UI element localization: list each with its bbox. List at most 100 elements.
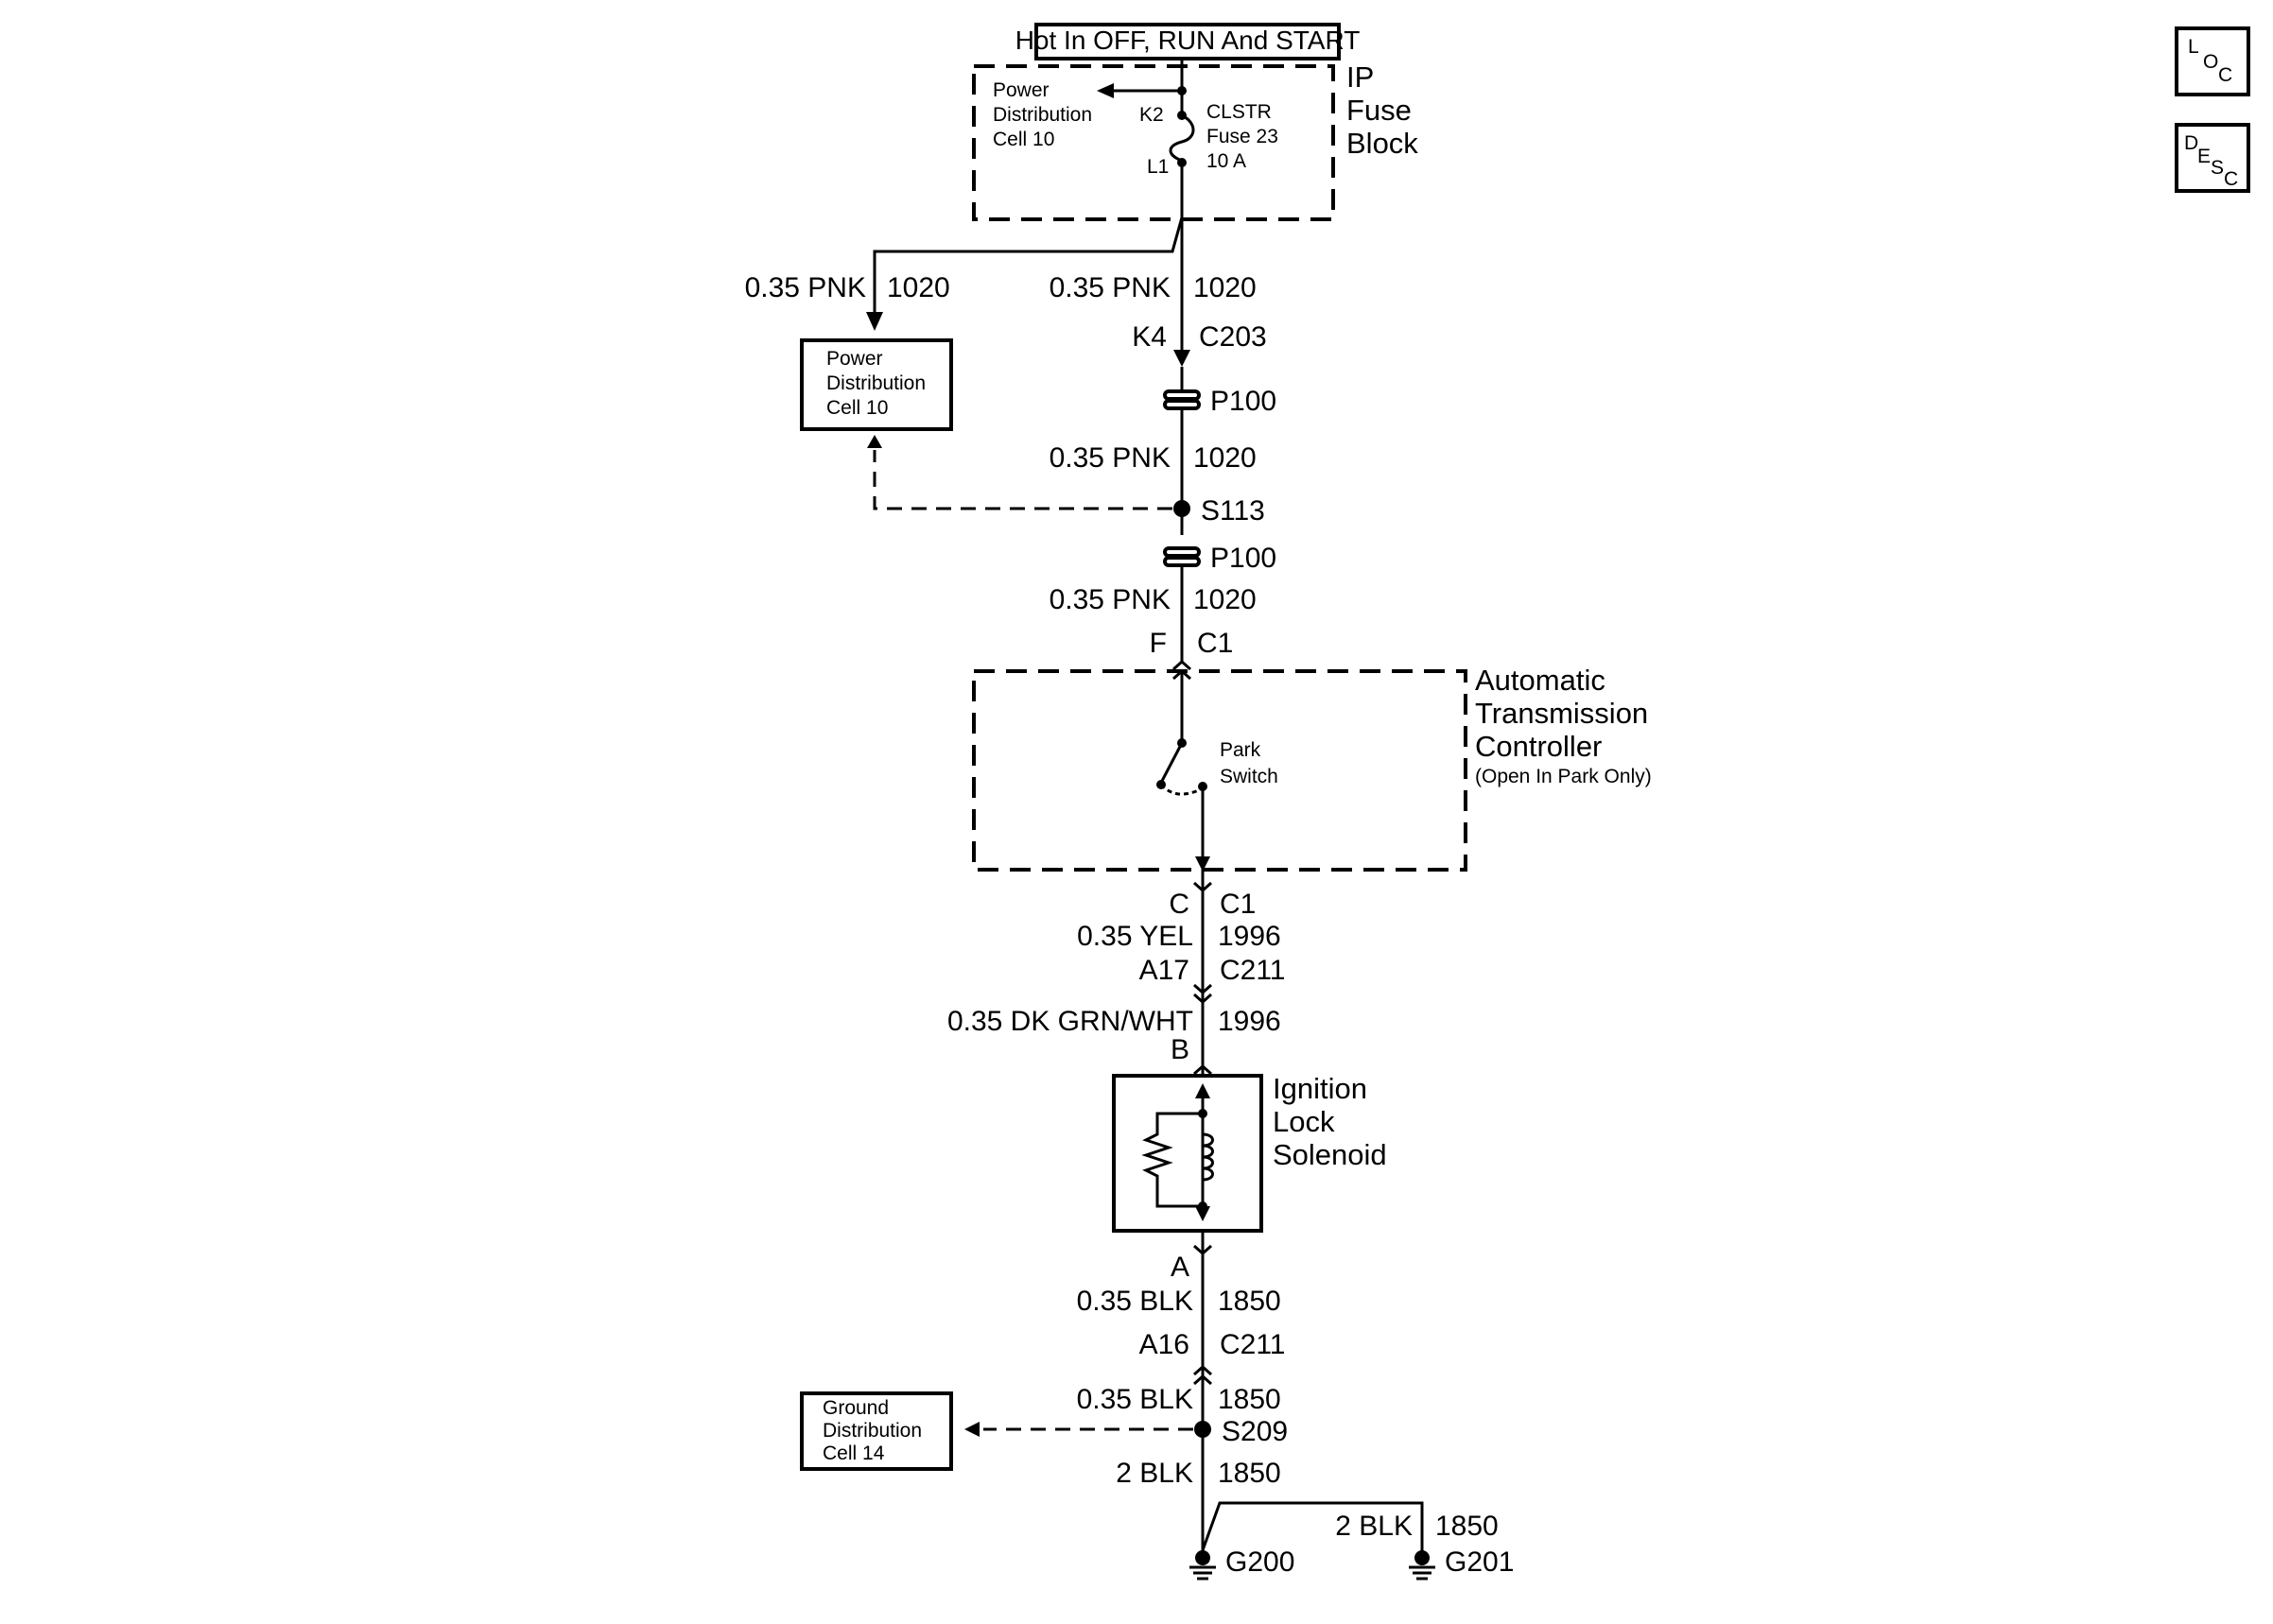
g201-node [1414, 1550, 1430, 1565]
c203-label: C203 [1199, 321, 1267, 353]
park-switch-label-2: Switch [1220, 766, 1278, 787]
solenoid-title-1: Ignition [1273, 1072, 1367, 1105]
fuse-pin-l1: L1 [1147, 156, 1169, 178]
c203-arrow [1173, 350, 1190, 367]
p100-b-top [1163, 546, 1201, 558]
w5-wire-label: 0.35 DK GRN/WHT [947, 1006, 1193, 1037]
tcm-title-3: Controller [1475, 730, 1602, 763]
w6-wire-label: 0.35 BLK [1077, 1286, 1193, 1317]
c211-a-label: C211 [1220, 955, 1286, 986]
tcm-outline [972, 669, 1467, 872]
ip-fuse-block-title-3: Block [1346, 127, 1418, 160]
s209-splice [1194, 1421, 1211, 1438]
p100-a-label: P100 [1210, 386, 1276, 417]
park-switch-travel [1159, 783, 1204, 796]
c1-bot-label: C1 [1220, 889, 1256, 920]
s209-dashed-arrow [964, 1422, 980, 1437]
ip-fuse-block-title-1: IP [1346, 60, 1374, 94]
solenoid-pin-a-connector [1193, 1244, 1212, 1256]
fuse-pin-k2: K2 [1139, 104, 1164, 126]
fuse-feed-arrow [1097, 83, 1114, 98]
w8-wire-label: 2 BLK [1116, 1458, 1193, 1489]
s113-label: S113 [1201, 495, 1265, 527]
fuse-name-3: 10 A [1206, 150, 1246, 172]
c1-top-label: C1 [1197, 628, 1233, 659]
c1-top-connector [1172, 659, 1191, 671]
fuse-node-top [1177, 111, 1187, 120]
desc-letter-c: C [2224, 168, 2238, 190]
w7-wire-label: 0.35 BLK [1077, 1384, 1193, 1415]
c211-b-pin-label: A16 [1139, 1329, 1189, 1360]
c203-pin-label: K4 [1132, 321, 1167, 353]
p100-b-label: P100 [1210, 543, 1276, 574]
g200-node [1195, 1550, 1210, 1565]
solenoid-resistor [1141, 1112, 1203, 1208]
loc-button[interactable]: L O C [2175, 26, 2250, 96]
branch-arrow [866, 312, 883, 331]
w8-circuit-label: 1850 [1218, 1458, 1281, 1489]
solenoid-coil [1202, 1132, 1214, 1182]
desc-letter-e: E [2197, 146, 2211, 167]
tcm-note: (Open In Park Only) [1475, 766, 1652, 787]
pd-box-line-2: Distribution [826, 372, 926, 394]
w3-wire-label: 0.35 PNK [1050, 584, 1171, 615]
s209-label: S209 [1222, 1416, 1288, 1447]
desc-letter-d: D [2184, 132, 2198, 154]
w9-circuit-label: 1850 [1435, 1511, 1499, 1542]
g201-label: G201 [1445, 1546, 1514, 1578]
solenoid-out-arrow [1195, 1206, 1210, 1221]
solenoid-in-arrow [1195, 1083, 1210, 1098]
gd-box-line-1: Ground [823, 1397, 889, 1419]
c211-a-connector-1 [1193, 983, 1212, 995]
ip-fuse-block-title-2: Fuse [1346, 94, 1412, 127]
ground-dist-cell14-box [800, 1391, 953, 1471]
p100-a-top [1163, 389, 1201, 401]
banner-text: Hot In OFF, RUN And START [1015, 26, 1361, 55]
loc-letter-o: O [2203, 51, 2218, 73]
solenoid-pin-b-connector [1193, 1063, 1212, 1076]
ip-fuse-block-outline [972, 64, 1335, 221]
g201-wire [1201, 1501, 1424, 1554]
w3-circuit-label: 1020 [1193, 584, 1257, 615]
power-dist-cell10-box [800, 338, 953, 431]
c211-b-connector-2 [1193, 1373, 1212, 1386]
desc-letter-s: S [2211, 157, 2224, 179]
pd-box-line-1: Power [826, 348, 883, 370]
fuse-power-dist-2: Distribution [993, 104, 1092, 126]
fuse-name-1: CLSTR [1206, 101, 1272, 123]
w4-circuit-label: 1996 [1218, 921, 1281, 952]
tcm-out-arrow [1195, 856, 1210, 872]
c211-b-connector-1 [1193, 1364, 1212, 1376]
gd-box-line-2: Distribution [823, 1420, 922, 1442]
w2-wire-label: 0.35 PNK [1050, 442, 1171, 474]
s113-splice [1173, 500, 1190, 517]
loc-letter-c: C [2218, 64, 2232, 86]
fuse-power-dist-3: Cell 10 [993, 129, 1054, 150]
park-switch-blade [1159, 742, 1184, 784]
w4-wire-label: 0.35 YEL [1077, 921, 1193, 952]
c211-a-pin-label: A17 [1139, 955, 1189, 986]
w2-circuit-label: 1020 [1193, 442, 1257, 474]
w7-circuit-label: 1850 [1218, 1384, 1281, 1415]
w9-wire-label: 2 BLK [1335, 1511, 1413, 1542]
solenoid-pin-b-label: B [1171, 1034, 1189, 1065]
solenoid-pin-a-label: A [1171, 1252, 1189, 1283]
p100-a-bottom [1163, 399, 1201, 410]
fuse-name-2: Fuse 23 [1206, 126, 1278, 147]
gd-box-line-3: Cell 14 [823, 1443, 885, 1464]
fuse-power-dist-1: Power [993, 79, 1050, 101]
park-switch-label-1: Park [1220, 739, 1261, 761]
desc-button[interactable]: D E S C [2175, 123, 2250, 193]
w6-circuit-label: 1850 [1218, 1286, 1281, 1317]
g200-label: G200 [1225, 1546, 1294, 1578]
pd-box-line-3: Cell 10 [826, 397, 888, 419]
fuse-element [1169, 113, 1195, 163]
c211-b-label: C211 [1220, 1329, 1286, 1360]
banner-box [1034, 23, 1341, 60]
w1-circuit-label: 1020 [1193, 272, 1257, 303]
loc-letter-l: L [2188, 36, 2199, 58]
s113-dashed-link [873, 450, 1172, 510]
p100-b-bottom [1163, 556, 1201, 567]
solenoid-title-3: Solenoid [1273, 1138, 1387, 1171]
